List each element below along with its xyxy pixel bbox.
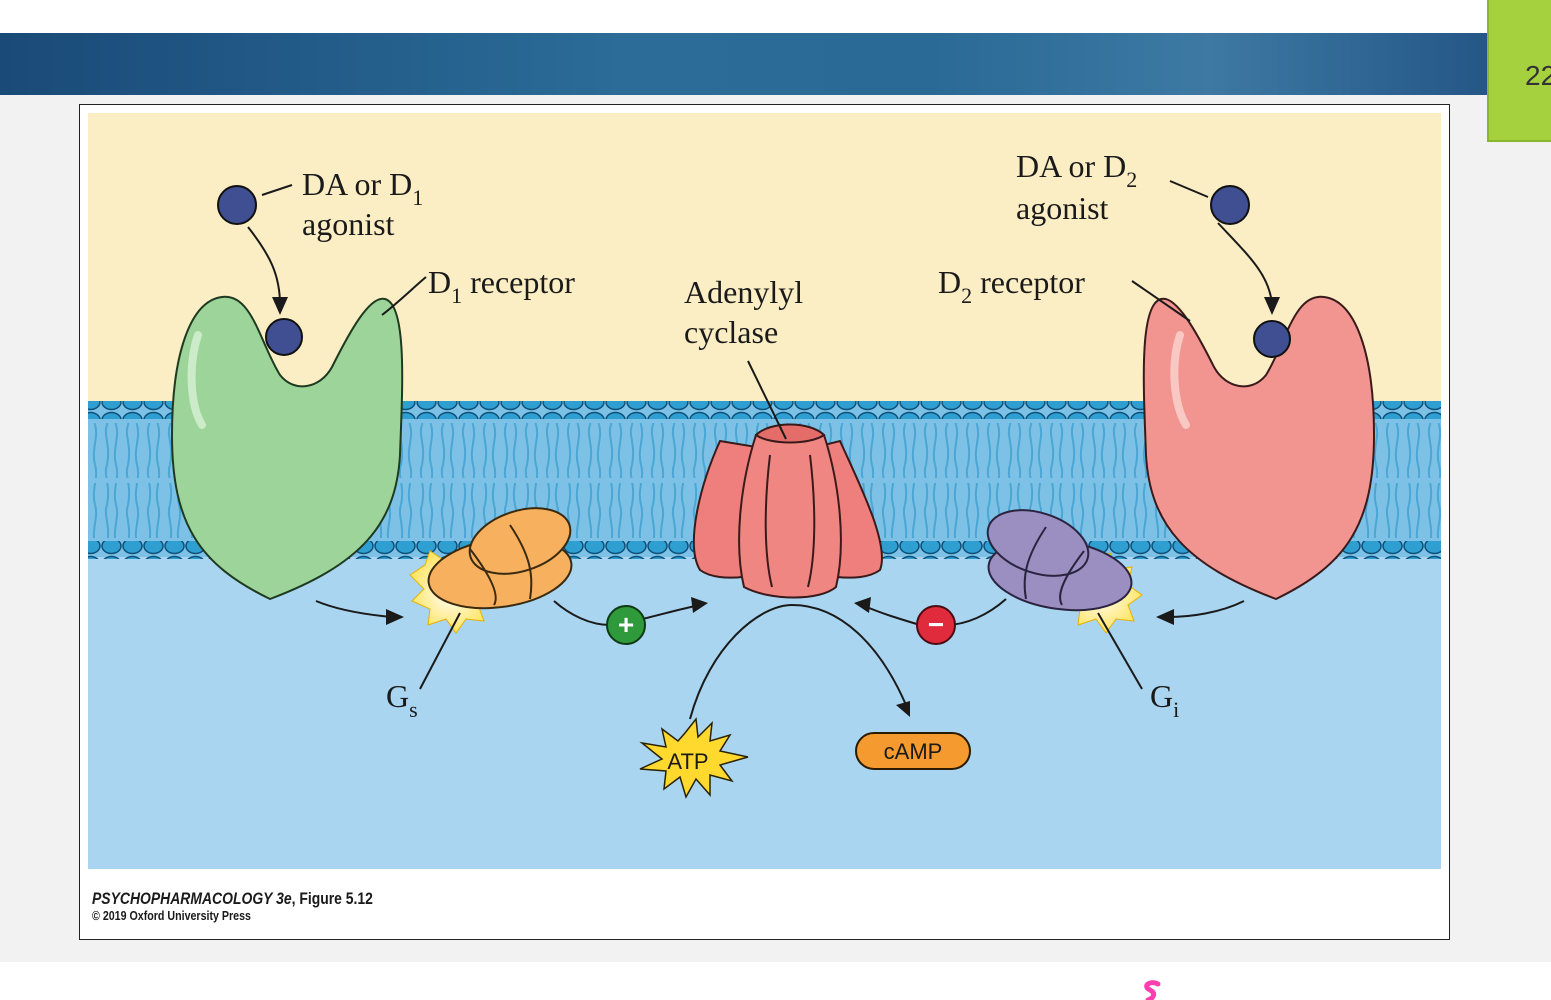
- ligand-left-free: [217, 185, 257, 225]
- caption-title: PSYCHOPHARMACOLOGY 3e, Figure 5.12: [92, 889, 373, 908]
- ligand-right-free: [1210, 185, 1250, 225]
- d2-receptor-highlight: [1170, 331, 1190, 429]
- inhibition-badge: −: [916, 605, 956, 645]
- svg-text:ATP: ATP: [667, 749, 708, 774]
- leader-lines: [247, 180, 1273, 720]
- slide-header-bar: [0, 33, 1551, 95]
- agonist-left-label-line2: agonist: [302, 206, 395, 242]
- dopamine-receptor-diagram: + − ATP cAMP DA or D1 agonist D1 recepto…: [88, 113, 1441, 869]
- d1-receptor-shape: [170, 295, 404, 601]
- d1-receptor-highlight: [187, 331, 206, 429]
- extracellular-region: [88, 113, 1441, 403]
- gs-label: Gs: [386, 678, 418, 722]
- ligand-right-bound: [1253, 320, 1291, 358]
- gi-protein: [986, 509, 1143, 634]
- agonist-right-label: DA or D2: [1016, 148, 1137, 192]
- camp-molecule: cAMP: [855, 732, 971, 770]
- figure-caption: PSYCHOPHARMACOLOGY 3e, Figure 5.12 © 201…: [92, 889, 435, 923]
- svg-text:−: −: [928, 609, 944, 640]
- agonist-right-label-line2: agonist: [1016, 190, 1109, 226]
- figure-frame: + − ATP cAMP DA or D1 agonist D1 recepto…: [79, 104, 1450, 940]
- adenylyl-cyclase-shape: [692, 423, 883, 599]
- stimulation-badge: +: [606, 605, 646, 645]
- pen-annotation-mark: [1144, 980, 1161, 1000]
- page-number-tab: 22: [1487, 0, 1551, 142]
- svg-text:+: +: [618, 609, 634, 640]
- gi-label: Gi: [1150, 678, 1179, 722]
- adenylyl-cyclase-label: Adenylyl: [684, 274, 803, 310]
- d2-receptor-label: D2 receptor: [938, 264, 1085, 308]
- svg-text:cAMP: cAMP: [884, 739, 943, 764]
- arrowheads: [272, 297, 1280, 717]
- d2-receptor-shape: [1142, 295, 1376, 601]
- membrane-heads-top: [88, 401, 1441, 419]
- agonist-left-label: DA or D1: [302, 166, 423, 210]
- atp-molecule: ATP: [639, 717, 749, 799]
- intracellular-region: [88, 557, 1441, 869]
- page-number: 22: [1525, 60, 1551, 91]
- caption-copyright: © 2019 Oxford University Press: [92, 907, 251, 923]
- ligand-left-bound: [265, 318, 303, 356]
- gs-protein: [409, 507, 573, 634]
- adenylyl-cyclase-label-line2: cyclase: [684, 314, 778, 350]
- d1-receptor-label: D1 receptor: [428, 264, 575, 308]
